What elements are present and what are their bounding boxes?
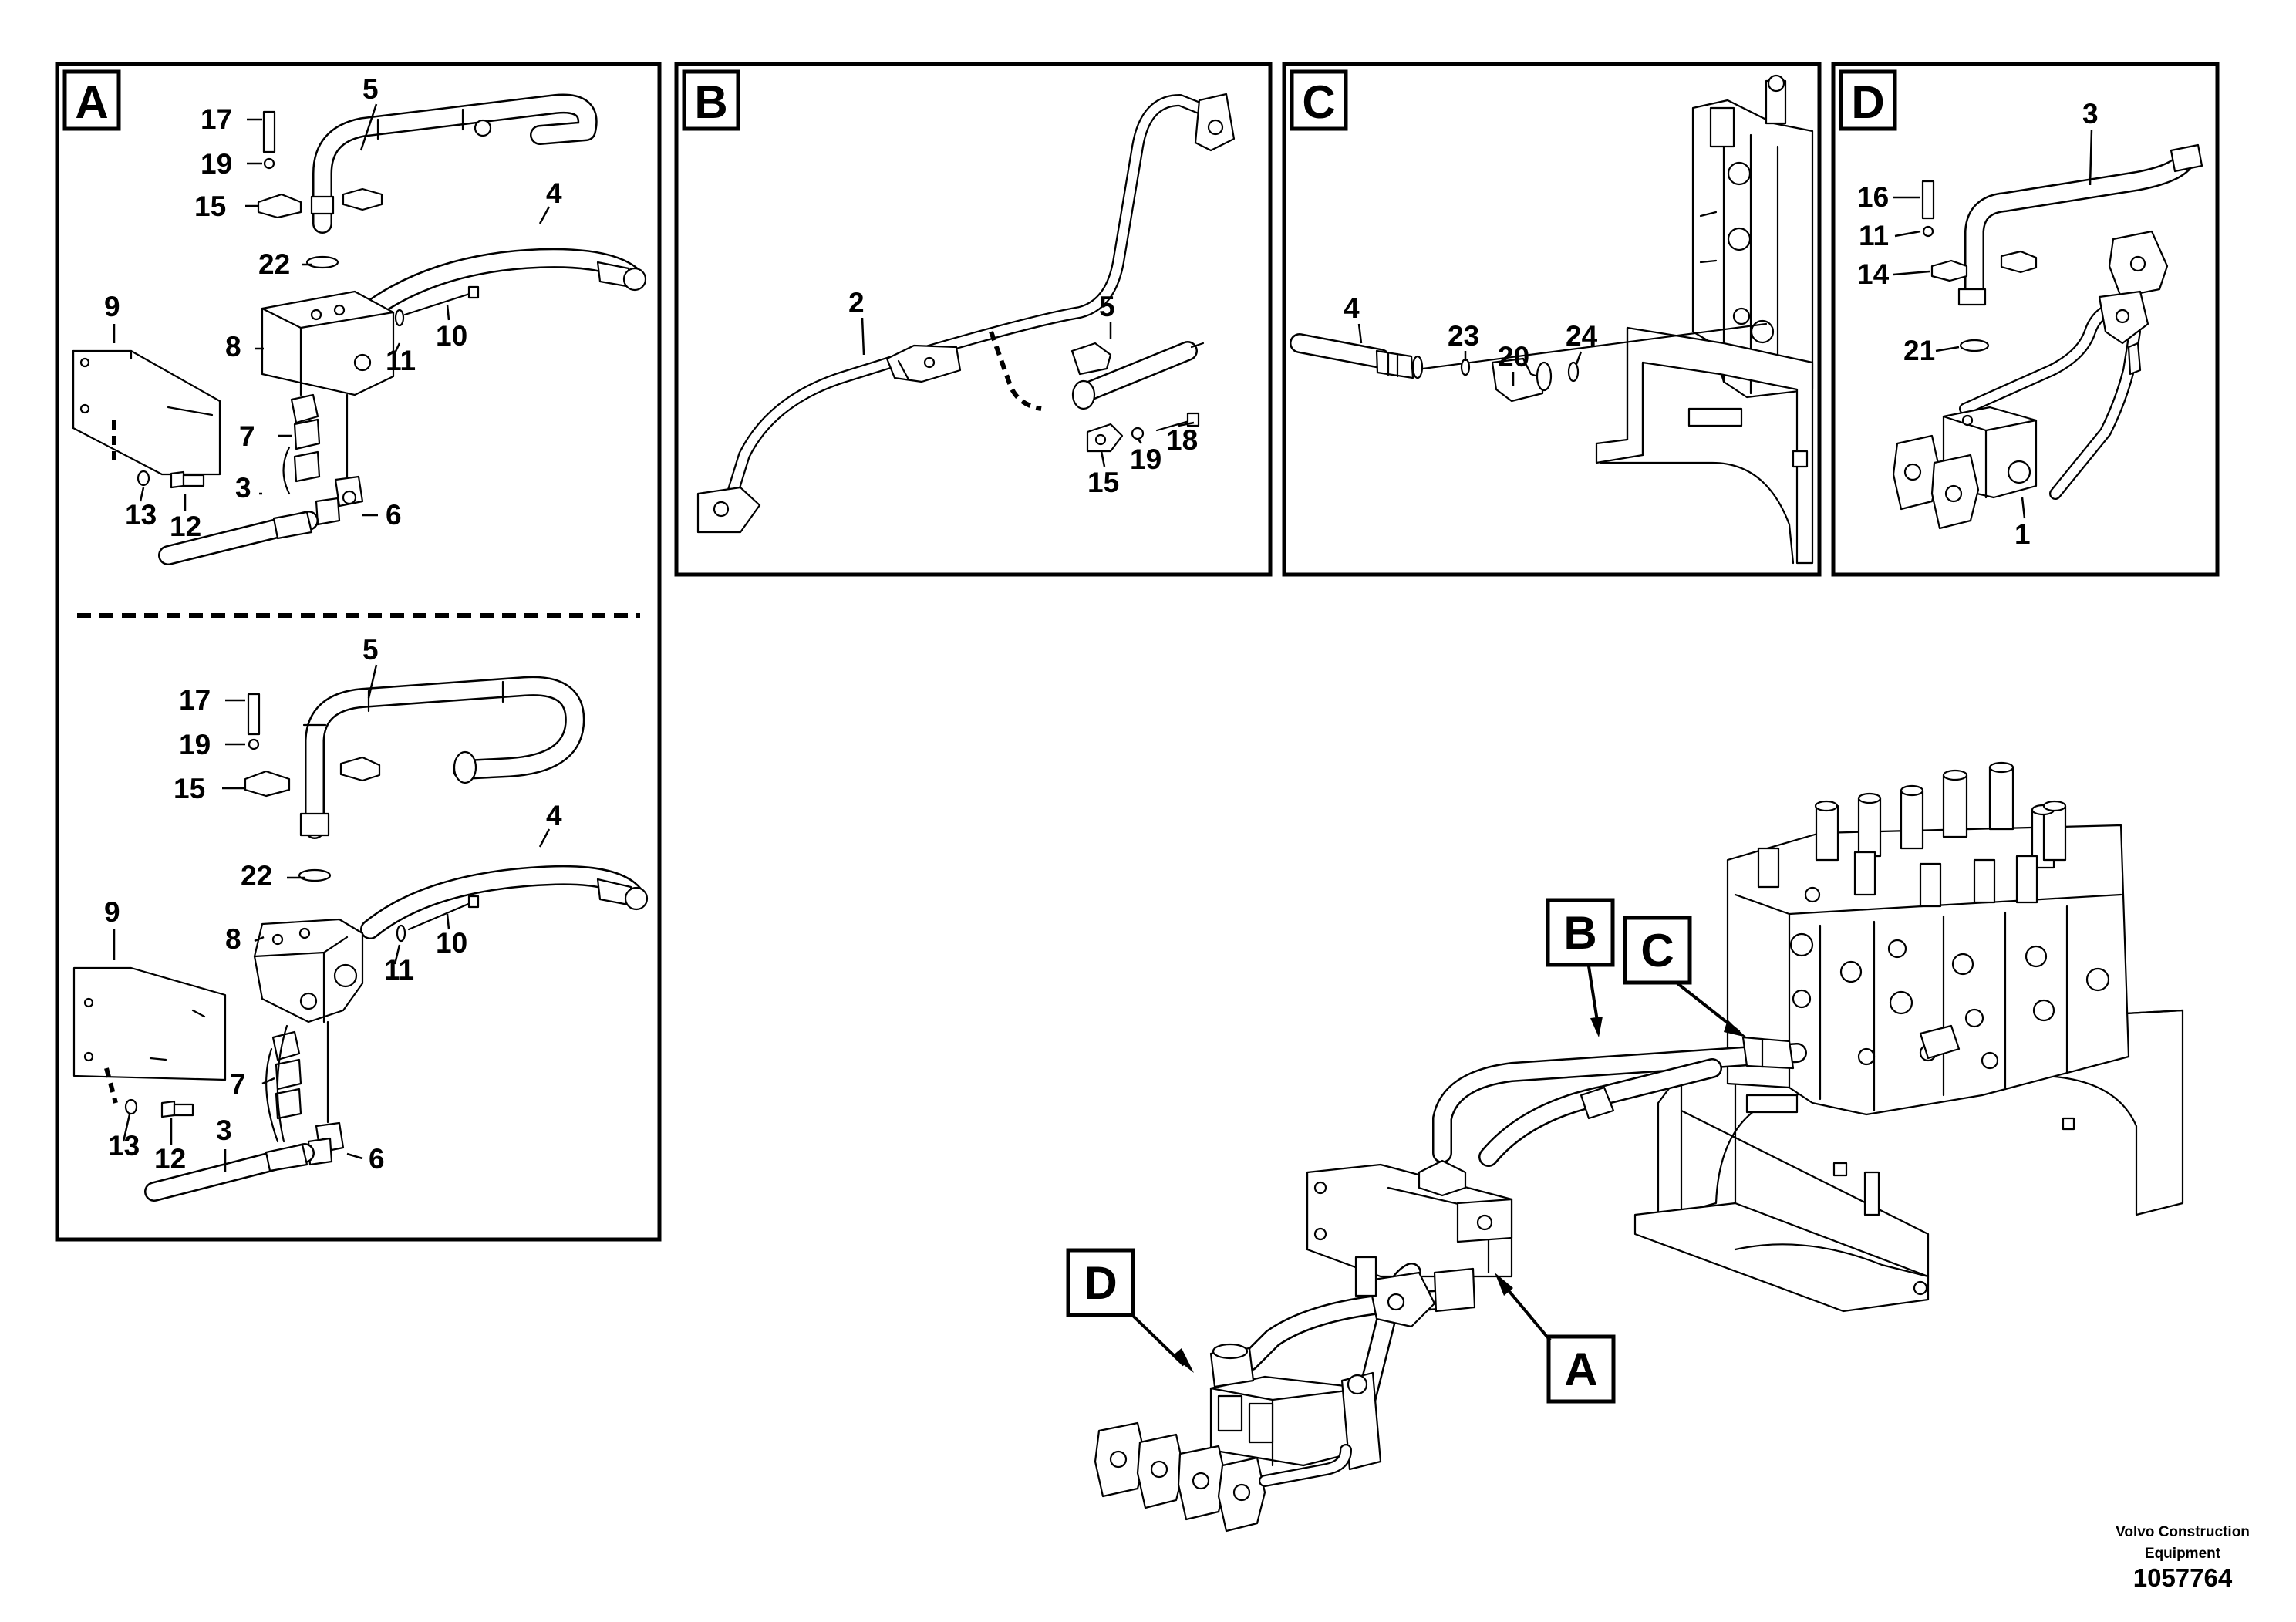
part-label: 5 [362, 634, 379, 666]
part-label: 4 [546, 800, 562, 831]
panel-b: B 2 5 18 19 15 [674, 62, 1273, 577]
main-assembly [1094, 761, 2184, 1533]
panel-d: D 3 16 11 14 21 1 [1831, 62, 2220, 577]
callout-c-box [1623, 916, 1692, 985]
callout-a-label: A [1564, 1344, 1597, 1395]
part-label: 6 [369, 1143, 385, 1175]
part-label: 7 [239, 420, 255, 452]
panel-b-frame [674, 62, 1273, 577]
part-label: 8 [225, 331, 241, 363]
panel-a-tag: A [75, 76, 108, 128]
panel-c-tag-box [1290, 69, 1348, 131]
part-label: 17 [201, 103, 232, 135]
part-label: 11 [386, 345, 416, 376]
panel-c-valve-block [1595, 74, 1814, 565]
panel-a-tag-box [62, 69, 121, 131]
part-label: 15 [174, 773, 205, 804]
part-label: 19 [201, 148, 232, 180]
part-label: 5 [1099, 291, 1115, 322]
part-label: 15 [194, 191, 226, 222]
part-label: 11 [384, 954, 414, 986]
panel-b-tag: B [694, 76, 727, 128]
callout-b-box [1546, 898, 1615, 967]
part-label: 4 [1344, 292, 1360, 324]
panel-d-frame [1831, 62, 2220, 577]
part-label: 10 [436, 320, 467, 352]
part-label: 6 [386, 499, 402, 531]
panel-d-tag: D [1851, 76, 1884, 128]
part-label: 16 [1857, 181, 1889, 213]
part-label: 3 [216, 1114, 232, 1146]
part-label: 5 [362, 73, 379, 105]
callout-d-box [1066, 1248, 1135, 1317]
panel-a-upper-view [72, 93, 647, 565]
part-label: 19 [1130, 443, 1161, 475]
part-label: 4 [546, 177, 562, 209]
valve-ports [1789, 886, 2110, 1070]
part-label: 9 [104, 291, 120, 322]
panel-a: A [55, 62, 662, 1242]
part-label: 13 [125, 499, 157, 531]
part-label: 11 [1859, 220, 1889, 251]
part-label: 22 [258, 248, 290, 280]
part-label: 7 [230, 1068, 246, 1100]
part-label: 15 [1087, 467, 1119, 498]
part-label: 19 [179, 729, 211, 760]
panel-a-lower-view [72, 676, 649, 1202]
panel-b-tag-box [682, 69, 740, 131]
callout-c-label: C [1640, 925, 1674, 976]
callout-b-label: B [1563, 907, 1596, 959]
part-label: 2 [848, 287, 865, 319]
part-label: 1 [2014, 518, 2031, 550]
callout-d: D [1066, 1248, 1194, 1373]
publisher-credit: Volvo Construction [2116, 1524, 2250, 1540]
part-label: 23 [1448, 320, 1479, 352]
part-label: 17 [179, 684, 211, 716]
part-label: 22 [241, 860, 272, 892]
callout-d-label: D [1084, 1257, 1117, 1309]
part-label: 3 [2082, 98, 2099, 130]
part-label: 12 [154, 1143, 186, 1175]
part-label: 13 [108, 1130, 140, 1162]
part-label: 8 [225, 923, 241, 955]
part-label: 10 [436, 927, 467, 959]
part-label: 21 [1903, 335, 1935, 366]
panel-d-tag-box [1839, 69, 1897, 131]
panel-a-lower-labels: 5 17 19 15 4 22 9 8 11 10 7 13 12 3 6 [104, 634, 562, 1175]
document-number: 1057764 [2132, 1563, 2233, 1592]
callout-b: B [1546, 898, 1615, 1037]
panel-c-tag: C [1302, 76, 1335, 128]
callout-a: A [1495, 1273, 1616, 1404]
part-label: 14 [1857, 258, 1890, 290]
part-label: 18 [1166, 424, 1198, 456]
panel-c: C 4 23 20 24 [1282, 62, 1822, 577]
part-label: 20 [1498, 341, 1529, 373]
valve-spools [1757, 761, 2067, 908]
publisher-credit-line2: Equipment [2144, 1546, 2221, 1562]
callout-c: C [1623, 916, 1747, 1037]
part-label: 9 [104, 896, 120, 928]
part-label: 24 [1566, 320, 1598, 352]
callout-a-box [1546, 1334, 1616, 1404]
part-label: 3 [235, 472, 251, 504]
part-label: 12 [170, 511, 201, 542]
panel-a-labels: 17 19 15 5 22 4 9 8 11 10 7 3 6 13 12 [104, 73, 562, 542]
